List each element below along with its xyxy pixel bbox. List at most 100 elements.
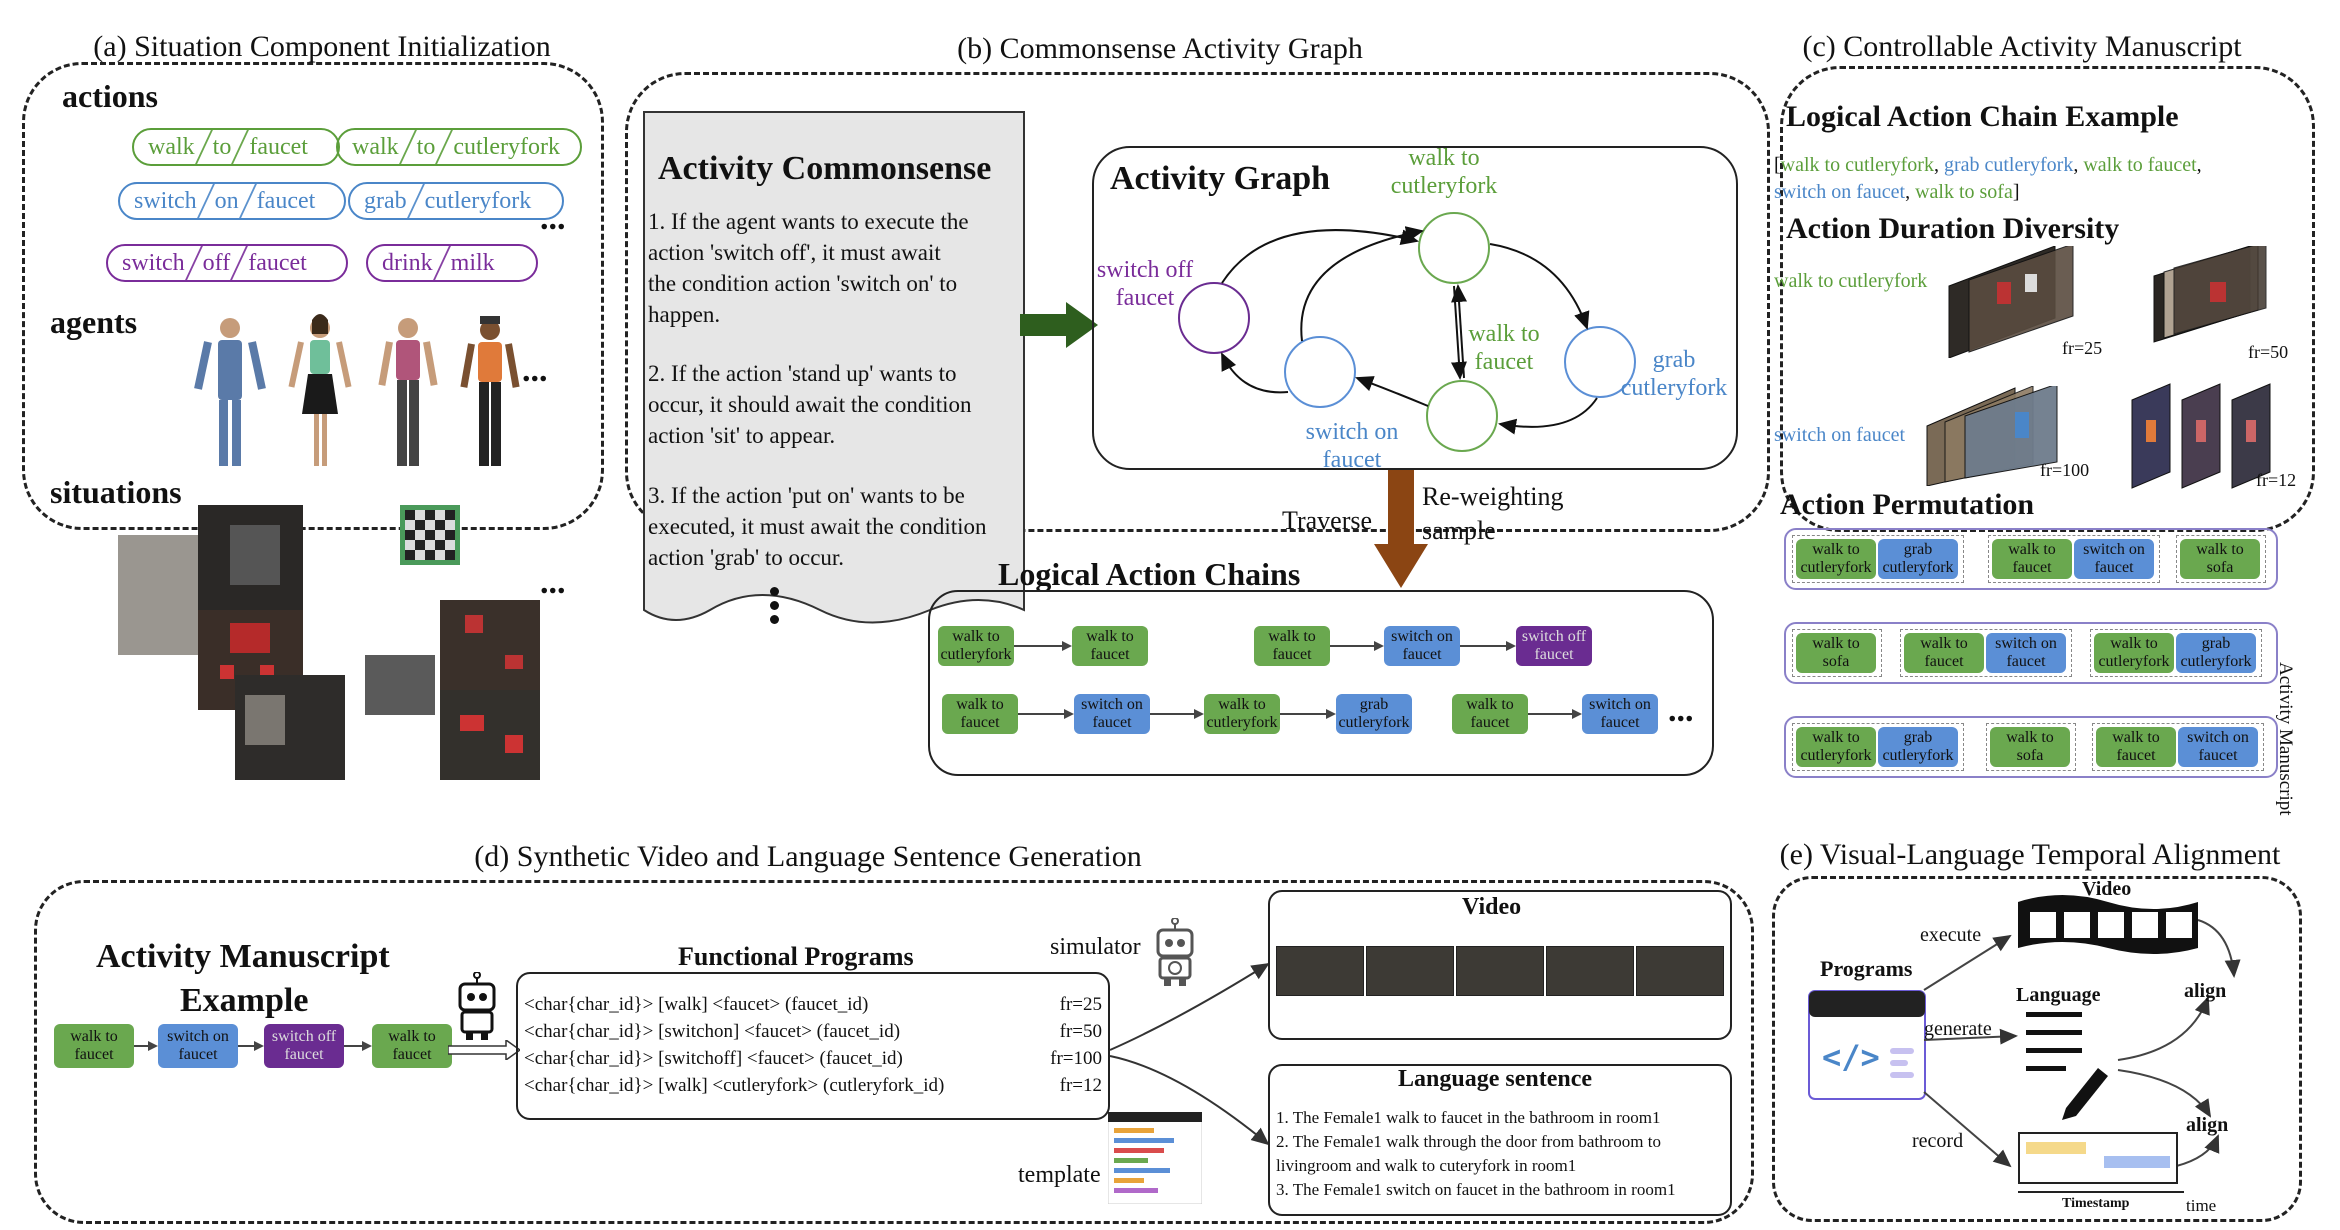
video-frame-5 — [1636, 946, 1724, 996]
programs-label: Programs — [1820, 956, 1913, 981]
permutation-group — [2090, 629, 2262, 677]
agents-heading: agents — [50, 304, 138, 340]
manuscript-title-line2: Example — [180, 982, 309, 1019]
video-frame-2 — [1366, 946, 1454, 996]
edge-switchon-switchoff — [1221, 352, 1289, 394]
frame-stack-25 — [1948, 246, 2074, 358]
traverse-label: Traverse — [1282, 506, 1373, 535]
situation-floorplans — [118, 505, 540, 780]
edge-switchon-walkcutlery — [1300, 226, 1424, 342]
chain-arrow — [1150, 709, 1204, 719]
chain-arrow — [1460, 641, 1516, 651]
permutation-group — [1986, 723, 2076, 771]
duration-label-switch: switch on faucet — [1774, 424, 1906, 446]
language-sentences: 1. The Female1 walk to faucet in the bat… — [1276, 1108, 1676, 1199]
program-line: <char{char_id}> [switchoff] <faucet> (fa… — [524, 1048, 903, 1069]
template-label: template — [1018, 1162, 1101, 1188]
video-film-icon — [2018, 895, 2198, 954]
permutation-group — [1792, 723, 1964, 771]
activity-manuscript-side-label: Activity Manuscript — [2275, 662, 2296, 816]
permutation-row — [1784, 716, 2278, 778]
language-title: Language sentence — [1398, 1066, 1592, 1092]
agent-figure-1 — [194, 318, 266, 466]
permutation-group — [1792, 535, 1964, 583]
chain-arrow — [1330, 641, 1384, 651]
alignment-arrows — [1923, 919, 2241, 1169]
agent-figure-4 — [460, 316, 520, 466]
align-label-1: align — [2184, 980, 2227, 1002]
rule-2: 2. If the action 'stand up' wants to occ… — [648, 361, 972, 448]
panel-e-frame — [1772, 876, 2302, 1222]
program-line: <char{char_id}> [walk] <faucet> (faucet_… — [524, 994, 869, 1015]
fr-label-25: fr=25 — [2062, 338, 2103, 358]
chain-arrow — [238, 1041, 264, 1051]
language-box — [1268, 1064, 1732, 1216]
chain-arrow — [1014, 641, 1072, 651]
panel-d-title: (d) Synthetic Video and Language Sentenc… — [474, 840, 1142, 873]
situations-heading: situations — [50, 474, 182, 510]
chains-box — [928, 590, 1714, 776]
programs-box — [516, 972, 1110, 1120]
actions-ellipsis: ... — [540, 200, 566, 237]
permutation-row — [1784, 528, 2278, 590]
panel-c-title: (c) Controllable Activity Manuscript — [1802, 30, 2242, 63]
permutation-row — [1784, 622, 2278, 684]
video-label: Video — [2082, 878, 2132, 900]
frame-stack-100 — [1926, 386, 2058, 486]
panel-d-frame — [34, 880, 1754, 1224]
fr-label-12: fr=12 — [2256, 470, 2297, 490]
timestamp-label: Timestamp — [2062, 1196, 2130, 1211]
program-frame-rate: fr=12 — [1059, 1075, 1102, 1096]
chain-arrow — [1280, 709, 1336, 719]
activity-graph-title: Activity Graph — [1110, 160, 1331, 197]
permutation-group — [1988, 535, 2160, 583]
video-frame-4 — [1546, 946, 1634, 996]
language-lines-icon — [2026, 1012, 2108, 1120]
node-switch-on — [1284, 336, 1356, 408]
chain-arrow — [344, 1041, 372, 1051]
panel-c-frame — [1780, 66, 2315, 532]
agents-ellipsis: ... — [522, 352, 548, 389]
edge-switchoff-walkcutlery — [1221, 229, 1419, 284]
align-label-2: align — [2186, 1114, 2229, 1136]
duration-label-walk: walk to cutleryfork — [1774, 270, 1928, 292]
node-walk-faucet — [1426, 380, 1498, 452]
node-grab — [1564, 326, 1636, 398]
programs-to-outputs-arrows — [1109, 962, 1270, 1146]
frame-stack-50 — [2153, 246, 2267, 343]
time-label: time — [2186, 1196, 2217, 1215]
code-window-icon: </> — [1808, 990, 1926, 1100]
permutation-group — [1900, 629, 2072, 677]
execute-label: execute — [1920, 924, 1982, 946]
video-frame-1 — [1276, 946, 1364, 996]
svg-text:</>: </> — [1822, 1038, 1880, 1076]
permutation-group — [2176, 535, 2266, 583]
chain-arrow — [1018, 709, 1074, 719]
fr-label-100: fr=100 — [2040, 460, 2090, 480]
actions-heading: actions — [62, 78, 158, 114]
